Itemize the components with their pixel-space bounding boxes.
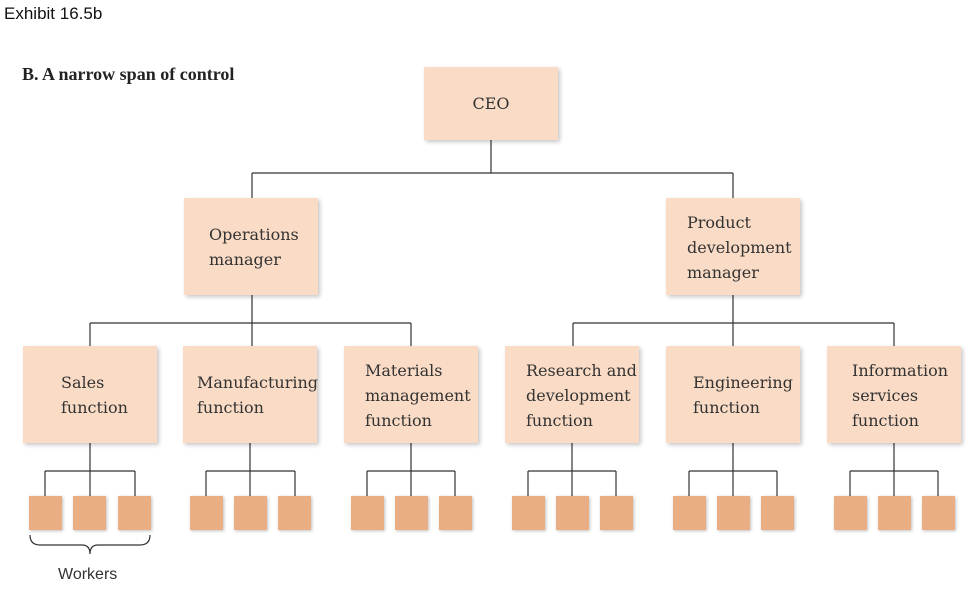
manufacturing-function-box: Manufacturing function (183, 346, 318, 443)
worker-box (29, 496, 62, 530)
materials-management-function-label: Materials management function (365, 361, 471, 430)
materials-management-function-box: Materials management function (344, 346, 478, 443)
worker-box (717, 496, 750, 530)
engineering-function-box: Engineering function (666, 346, 800, 443)
research-development-function-box: Research and development function (505, 346, 639, 443)
worker-box (600, 496, 633, 530)
worker-box (278, 496, 311, 530)
sales-function-label: Sales function (61, 373, 128, 417)
worker-box (512, 496, 545, 530)
manufacturing-function-label: Manufacturing function (197, 373, 318, 417)
worker-box (395, 496, 428, 530)
ceo-label: CEO (472, 94, 510, 113)
worker-box (351, 496, 384, 530)
product-development-manager-label: Product development manager (687, 213, 792, 282)
diagram-subtitle: B. A narrow span of control (22, 64, 235, 84)
sales-function-box: Sales function (23, 346, 157, 443)
worker-box (234, 496, 267, 530)
exhibit-label: Exhibit 16.5b (4, 4, 103, 23)
worker-box (73, 496, 106, 530)
worker-box (922, 496, 955, 530)
operations-manager-label: Operations manager (209, 225, 299, 269)
information-services-function-box: Information services function (827, 346, 961, 443)
worker-box (556, 496, 589, 530)
worker-box (439, 496, 472, 530)
worker-box (834, 496, 867, 530)
operations-manager-box: Operations manager (184, 198, 318, 295)
worker-box (673, 496, 706, 530)
information-services-function-label: Information services function (852, 361, 949, 430)
product-development-manager-box: Product development manager (666, 198, 800, 295)
ceo-box: CEO (424, 67, 558, 140)
worker-box (761, 496, 794, 530)
engineering-function-label: Engineering function (693, 373, 793, 417)
worker-box (878, 496, 911, 530)
worker-box (190, 496, 223, 530)
workers-label: Workers (58, 566, 118, 583)
worker-box (118, 496, 151, 530)
research-development-function-label: Research and development function (526, 361, 637, 430)
